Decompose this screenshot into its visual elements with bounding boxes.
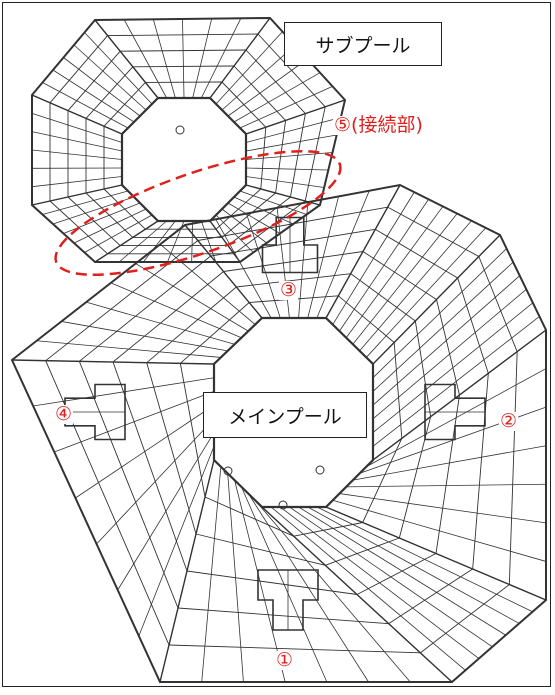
marker-2: ② [499,412,518,431]
marker-4: ④ [54,405,73,424]
marker-5-connection: ⑤(接続部) [333,116,424,135]
figure-frame [2,2,551,687]
marker-3: ③ [279,281,298,300]
sub-pool-label: サブプール [284,22,442,66]
main-pool-label: メインプール [203,392,367,438]
marker-1: ① [275,651,294,670]
